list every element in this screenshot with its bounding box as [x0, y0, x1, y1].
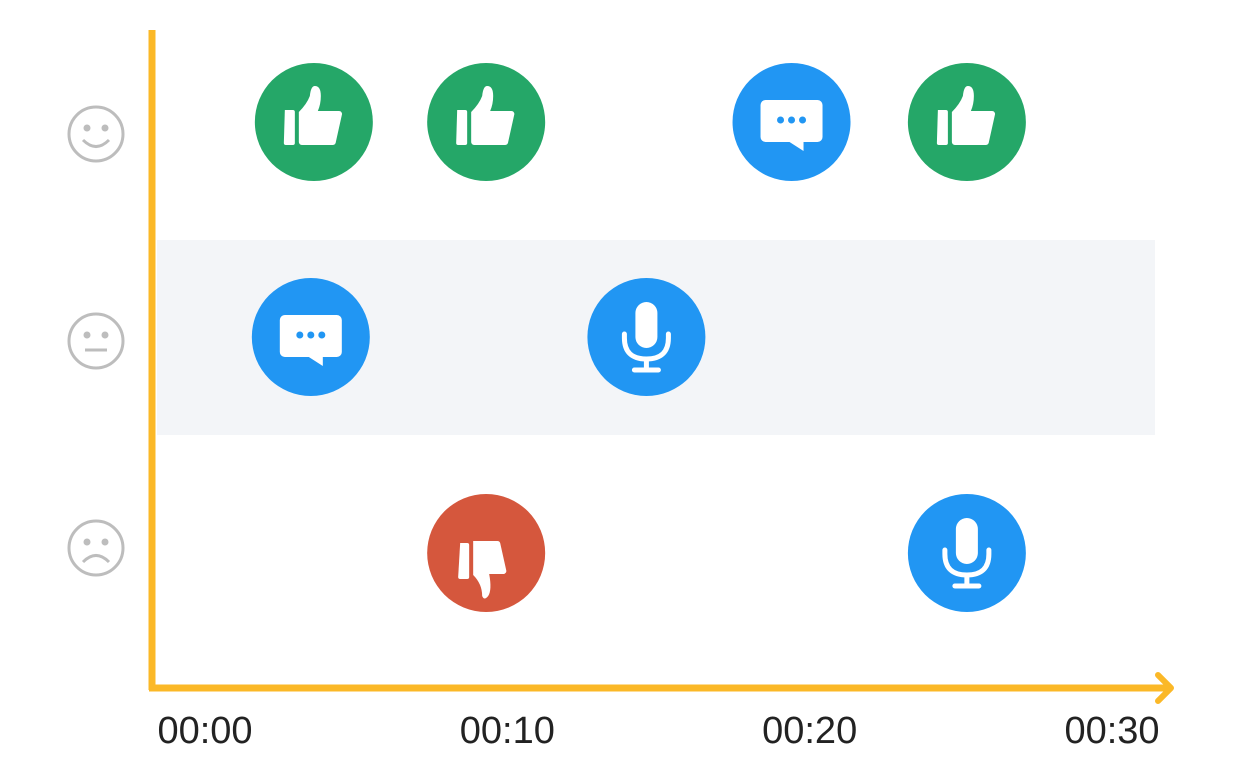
x-tick-label: 00:00: [157, 710, 252, 752]
event-marker-thumbs-up: [907, 63, 1026, 181]
event-marker-thumbs-down: [427, 494, 546, 612]
neutral-face-icon: [67, 312, 125, 370]
event-marker-chat: [732, 63, 851, 181]
smile-face-icon: [67, 105, 125, 163]
x-axis-arrow-icon: [1155, 672, 1174, 704]
x-tick-label: 00:30: [1064, 710, 1159, 752]
event-marker-voice: [907, 494, 1026, 612]
x-tick-label: 00:10: [460, 710, 555, 752]
event-marker-voice: [587, 278, 706, 396]
x-tick-label: 00:20: [762, 710, 857, 752]
event-marker-thumbs-up: [254, 63, 373, 181]
sad-face-icon: [67, 519, 125, 577]
event-marker-thumbs-up: [427, 63, 546, 181]
event-marker-chat: [251, 278, 370, 396]
